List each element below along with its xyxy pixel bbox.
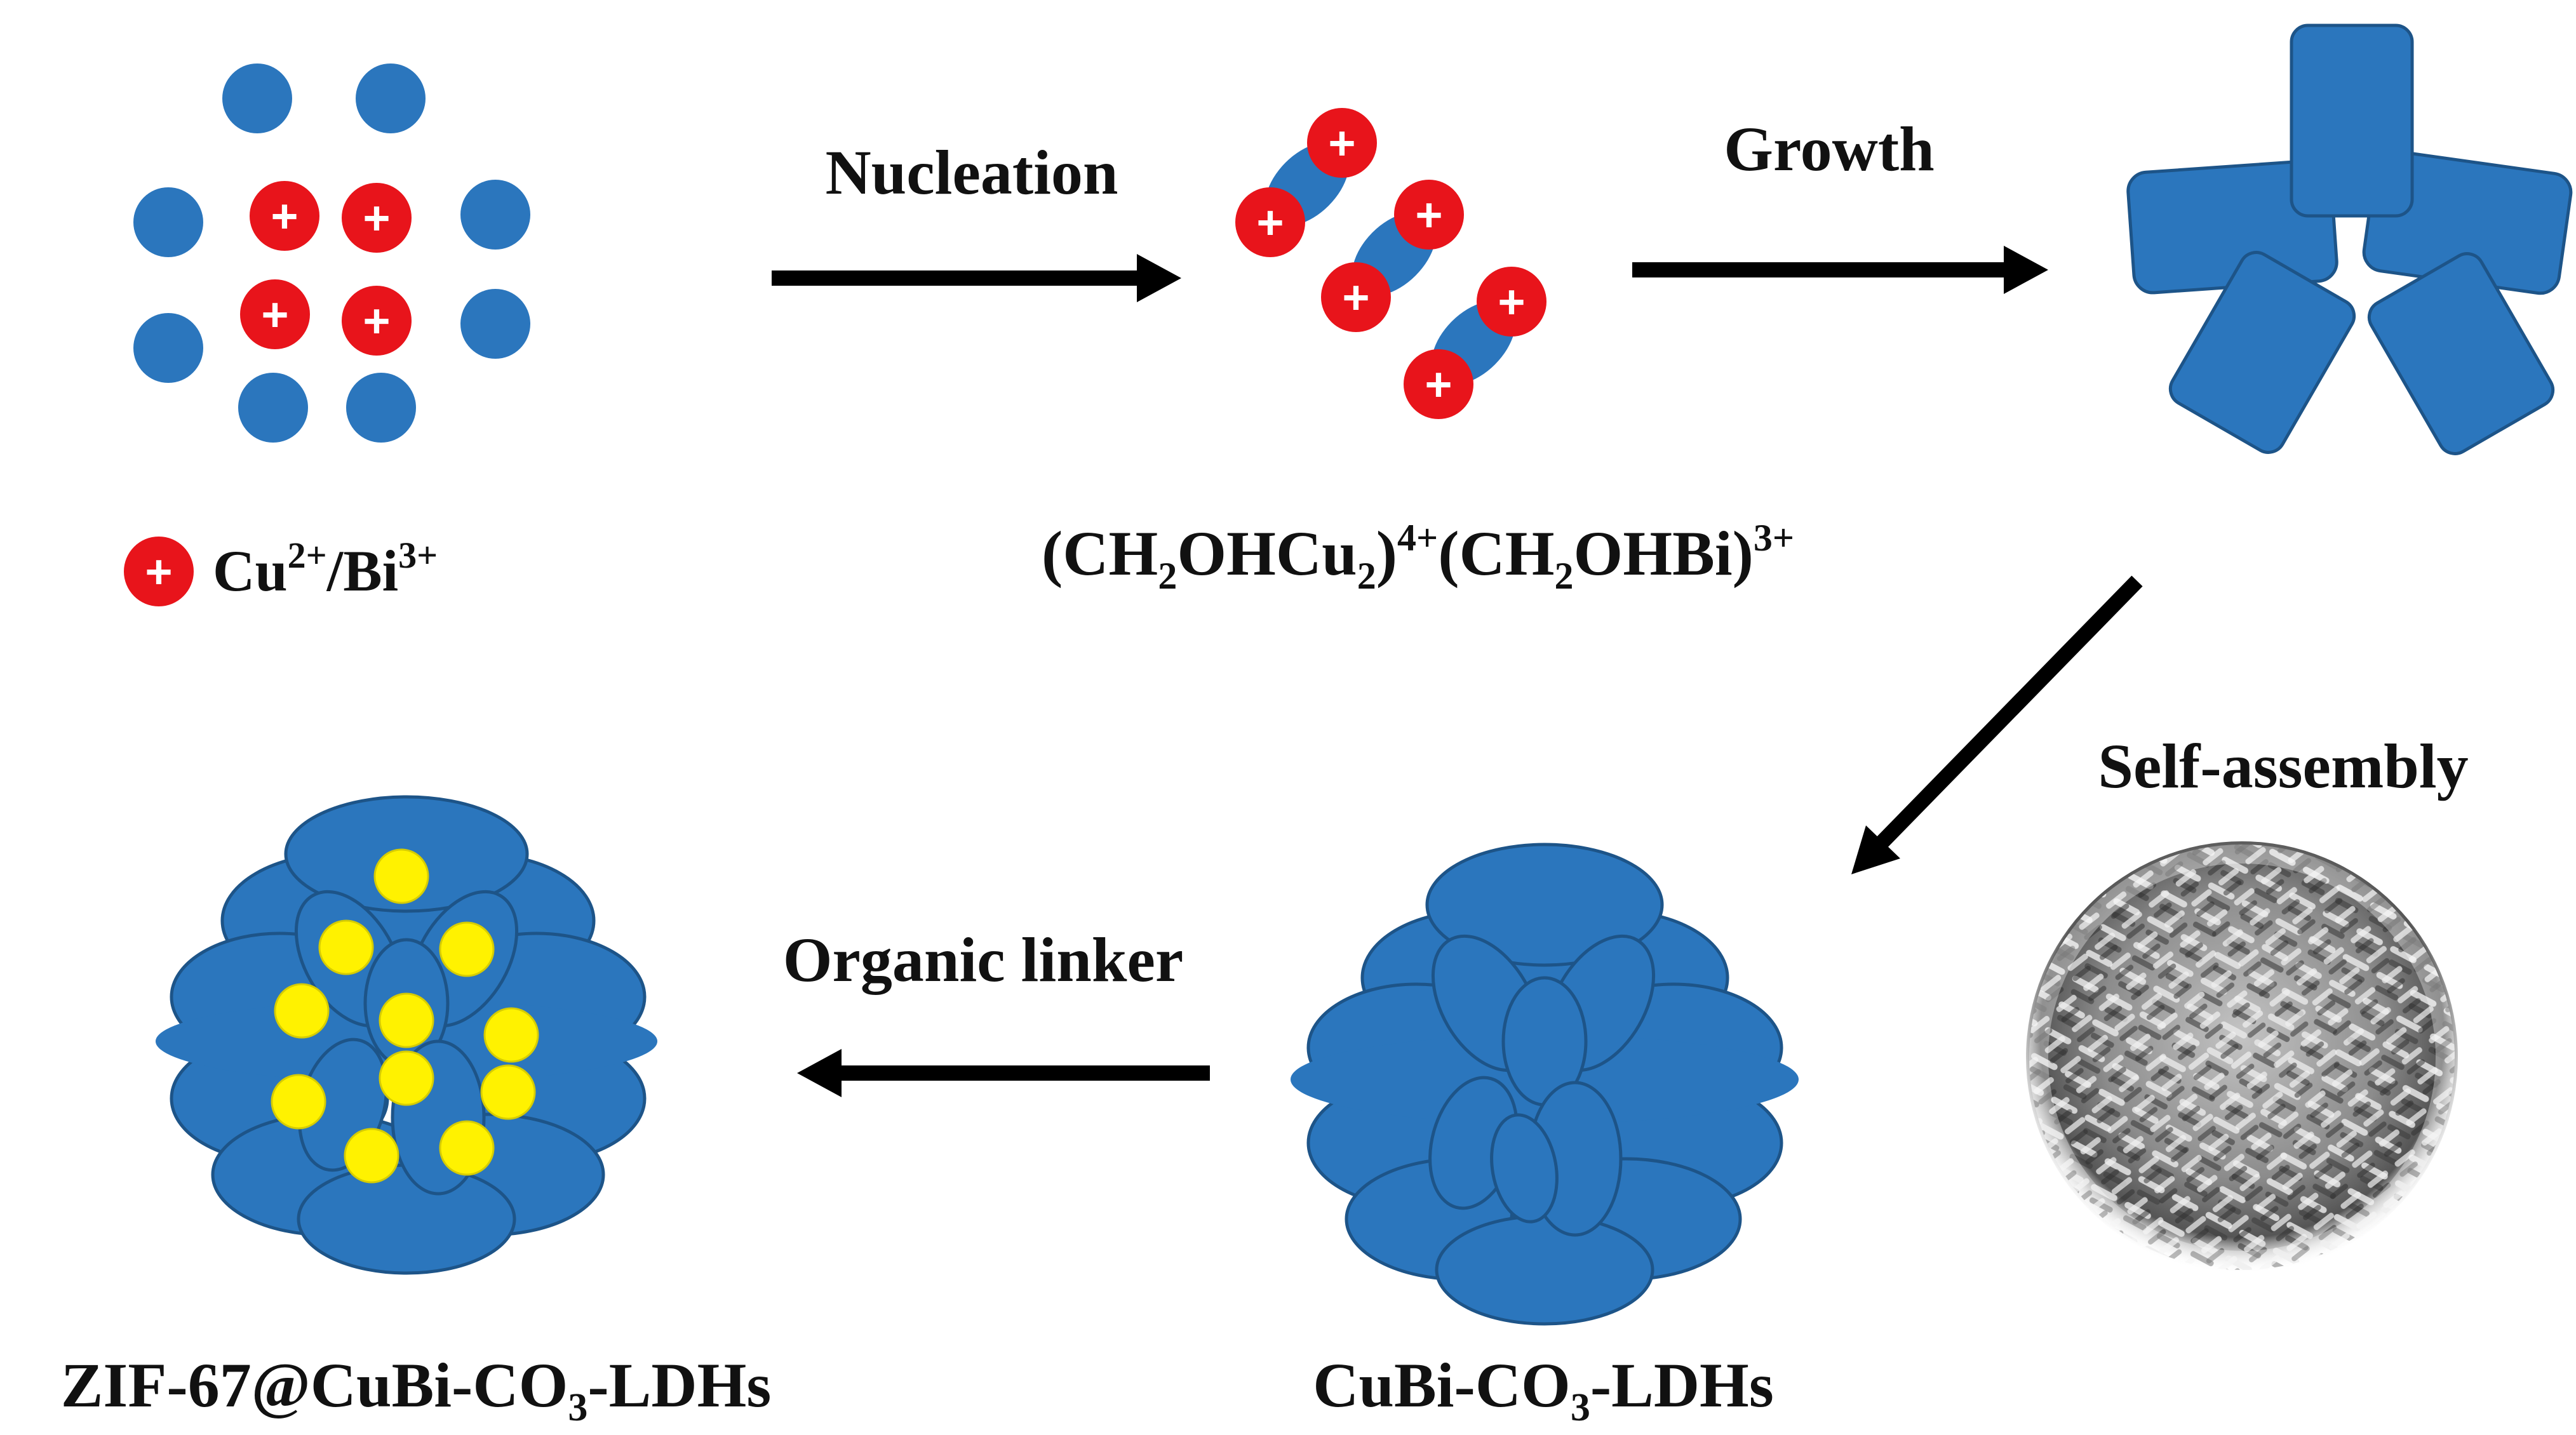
anion-particle <box>346 373 416 443</box>
anion-particle <box>133 187 203 257</box>
cation-particle: + <box>342 183 412 253</box>
legend-plus-sign: + <box>145 545 172 598</box>
sem-microsphere-image <box>2026 841 2458 1273</box>
nucleation-arrow <box>772 254 1181 302</box>
anion-particle <box>238 373 308 443</box>
zif-ldh-label: ZIF-67@CuBi-CO3-LDHs <box>61 1350 772 1429</box>
anion-particle <box>460 180 530 250</box>
plate-cluster <box>2126 23 2573 455</box>
svg-text:+: + <box>1498 276 1525 328</box>
cubi-ldh-flower <box>1291 843 1799 1326</box>
cation-particle: + <box>250 181 319 251</box>
complex-formula-label: (CH2OHCu2)4+(CH2OHBi)3+ <box>1042 517 1794 597</box>
ion-legend-label: Cu2+/Bi3+ <box>213 535 438 603</box>
organic-linker-arrow <box>797 1049 1210 1097</box>
svg-text:+: + <box>1425 358 1452 411</box>
svg-text:+: + <box>1342 271 1369 324</box>
cubi-ldh-label: CuBi-CO3-LDHs <box>1313 1350 1774 1429</box>
growth-label: Growth <box>1724 114 1935 184</box>
ion-legend: + Cu2+/Bi3+ <box>124 535 438 606</box>
svg-text:+: + <box>271 190 298 243</box>
nucleation-label: Nucleation <box>825 137 1118 208</box>
svg-text:+: + <box>363 192 390 244</box>
anion-particle <box>222 63 292 133</box>
cation-particle: + <box>342 286 412 356</box>
complex-dimer: + + <box>1404 267 1546 419</box>
cation-particle: + <box>240 279 310 349</box>
complex-dimer: + + <box>1321 180 1464 332</box>
plate <box>2168 251 2356 454</box>
free-ions-group: + + + + <box>133 63 530 443</box>
self-assembly-label: Self-assembly <box>2098 731 2468 801</box>
svg-text:+: + <box>363 295 390 347</box>
anion-particle <box>356 63 426 133</box>
growth-arrow <box>1632 246 2048 294</box>
self-assembly-arrow <box>1851 575 2143 874</box>
cation-legend-marker <box>124 537 194 606</box>
complex-dimer: + + <box>1235 108 1377 257</box>
svg-text:+: + <box>1328 117 1355 170</box>
svg-text:+: + <box>1256 196 1284 249</box>
plate <box>2367 252 2555 455</box>
anion-particle <box>460 289 530 359</box>
anion-particle <box>133 313 203 383</box>
zif-ldh-flower <box>156 795 657 1275</box>
svg-text:+: + <box>261 288 288 341</box>
svg-text:+: + <box>1415 189 1442 241</box>
zif-67-particles <box>271 848 539 1184</box>
complex-dimers-group: + + + + + + <box>1235 108 1546 419</box>
plate <box>2290 23 2414 218</box>
organic-linker-label: Organic linker <box>783 924 1184 995</box>
